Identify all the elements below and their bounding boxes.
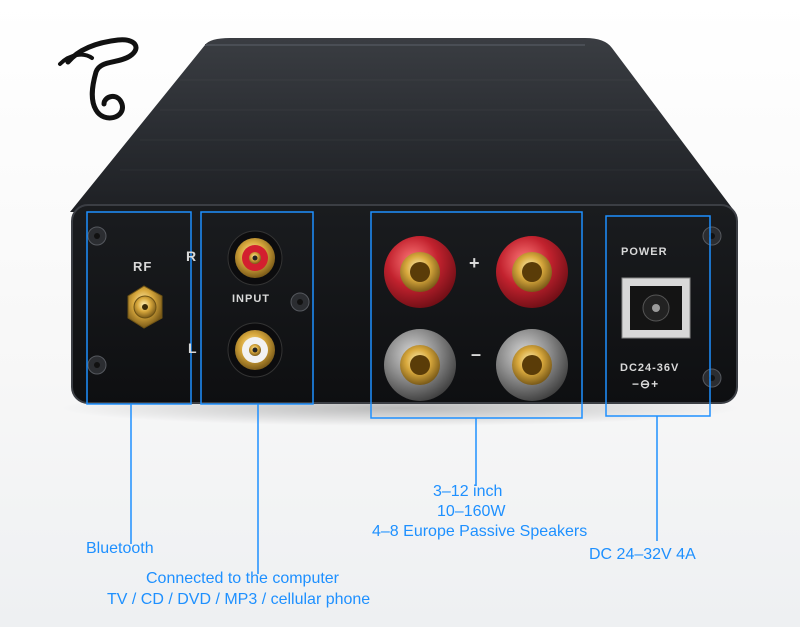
computer-callout-line2: TV / CD / DVD / MP3 / cellular phone — [107, 591, 371, 608]
rca-input-left — [227, 322, 283, 378]
power-callout: DC 24–32V 4A — [589, 546, 696, 563]
dc-power-jack — [621, 277, 691, 339]
bluetooth-callout: Bluetooth — [86, 540, 154, 557]
minus-label: – — [471, 344, 483, 364]
leader-lines — [130, 404, 658, 574]
input-label: INPUT — [232, 293, 270, 305]
speaker-terminal-left-plus — [384, 236, 456, 308]
power-label: POWER — [621, 246, 668, 258]
rf-label: RF — [133, 259, 153, 274]
speaker-terminal-right-plus — [496, 236, 568, 308]
speaker-terminal-right-minus — [496, 329, 568, 401]
computer-callout-line1: Connected to the computer — [146, 570, 340, 587]
speakers-callout-line3: 4–8 Europe Passive Speakers — [372, 523, 588, 540]
plus-label: + — [469, 253, 481, 273]
corner-screws — [87, 226, 722, 388]
right-channel-label: R — [186, 248, 198, 264]
chassis-top — [70, 38, 735, 212]
speakers-callout-line1: 3–12 inch — [433, 483, 503, 500]
rf-antenna-connector — [127, 285, 163, 329]
box-power — [605, 215, 711, 417]
box-input — [200, 211, 314, 405]
callout-boxes — [86, 211, 711, 419]
box-bluetooth — [86, 211, 192, 405]
left-channel-label: L — [188, 340, 198, 356]
speaker-terminal-left-minus — [384, 329, 456, 401]
brand-logo — [58, 37, 139, 121]
rca-input-right — [227, 230, 283, 286]
dc-rating-label: DC24-36V — [620, 362, 680, 374]
speakers-callout-line2: 10–160W — [437, 503, 506, 520]
brushed-texture — [120, 79, 700, 171]
polarity-label: −⊖+ — [632, 377, 660, 391]
